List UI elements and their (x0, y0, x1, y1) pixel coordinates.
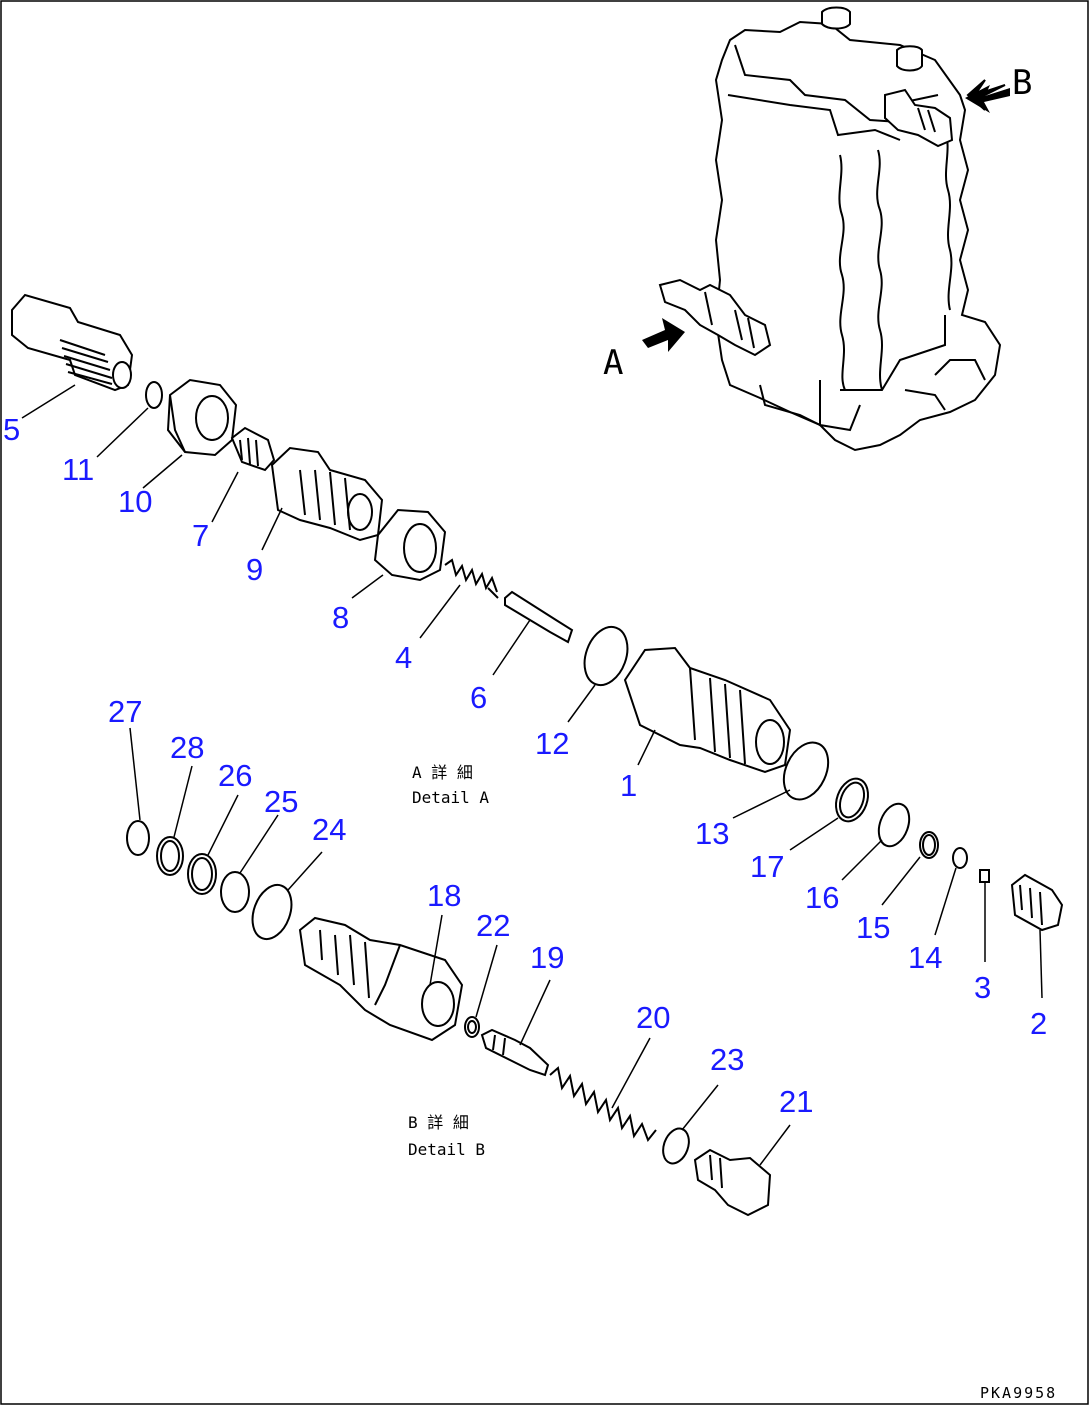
view-label-a: A (603, 343, 623, 383)
part-5-plug (11, 293, 134, 392)
part-8-nut (373, 508, 447, 582)
detail-b-jp: B 詳 細 (408, 1113, 469, 1132)
callout-16: 16 (805, 880, 839, 915)
part-7-seat (230, 426, 276, 472)
callout-22: 22 (476, 908, 510, 943)
leader-lines (21, 384, 1043, 1166)
part-6-poppet (504, 590, 574, 644)
valve-body (658, 6, 1002, 452)
view-arrow-a: A (603, 318, 685, 383)
part-14-ring (952, 847, 968, 869)
callout-6: 6 (470, 680, 487, 715)
part-15-ring (919, 831, 939, 859)
part-27-ring (126, 820, 150, 856)
view-label-b: B (1012, 63, 1032, 103)
callout-1: 1 (620, 768, 637, 803)
part-12-ring (583, 625, 629, 687)
callout-14: 14 (908, 940, 942, 975)
detail-a-en: Detail A (412, 788, 489, 807)
part-26-backup-ring (187, 853, 217, 895)
callout-27: 27 (108, 694, 142, 729)
part-19-poppet (480, 1028, 550, 1077)
part-13-ring (782, 741, 830, 801)
callout-21: 21 (779, 1084, 813, 1119)
part-1-body (623, 646, 792, 774)
callout-8: 8 (332, 600, 349, 635)
detail-a-caption: A 詳 細 Detail A (412, 763, 489, 807)
callout-5: 5 (3, 412, 20, 447)
callout-28: 28 (170, 730, 204, 765)
part-22-ring (464, 1016, 480, 1038)
part-18-body (298, 916, 464, 1042)
callout-19: 19 (530, 940, 564, 975)
callout-labels: 5 11 10 7 9 8 4 6 12 1 13 17 16 15 14 3 … (3, 412, 1047, 1119)
callout-7: 7 (192, 518, 209, 553)
callout-9: 9 (246, 552, 263, 587)
part-25-ring (220, 871, 250, 913)
part-16-ring (877, 802, 911, 848)
part-3-pin (979, 869, 990, 883)
callout-18: 18 (427, 878, 461, 913)
callout-13: 13 (695, 816, 729, 851)
callout-26: 26 (218, 758, 252, 793)
detail-a-jp: A 詳 細 (412, 763, 473, 782)
part-11-oring (145, 381, 163, 409)
part-23-ring (662, 1127, 690, 1165)
drawing-code: PKA9958 (980, 1384, 1057, 1402)
part-2-plug (1010, 873, 1064, 932)
callout-2: 2 (1030, 1006, 1047, 1041)
part-20-spring (549, 1066, 657, 1142)
callout-12: 12 (535, 726, 569, 761)
callout-25: 25 (264, 784, 298, 819)
callout-24: 24 (312, 812, 346, 847)
detail-b-en: Detail B (408, 1140, 485, 1159)
part-24-ring (251, 883, 293, 941)
callout-3: 3 (974, 970, 991, 1005)
callout-15: 15 (856, 910, 890, 945)
callout-4: 4 (395, 640, 412, 675)
part-28-backup-ring (156, 836, 184, 876)
callout-23: 23 (710, 1042, 744, 1077)
part-17-backup-ring (835, 777, 869, 823)
part-10-nut (166, 378, 238, 457)
callout-17: 17 (750, 849, 784, 884)
part-9-sleeve (270, 446, 384, 542)
part-4-spring (444, 558, 499, 599)
part-21-plug (693, 1148, 772, 1217)
detail-b-caption: B 詳 細 Detail B (408, 1113, 485, 1159)
view-arrow-b: B (965, 63, 1032, 113)
callout-20: 20 (636, 1000, 670, 1035)
callout-11: 11 (62, 452, 94, 487)
callout-10: 10 (118, 484, 152, 519)
